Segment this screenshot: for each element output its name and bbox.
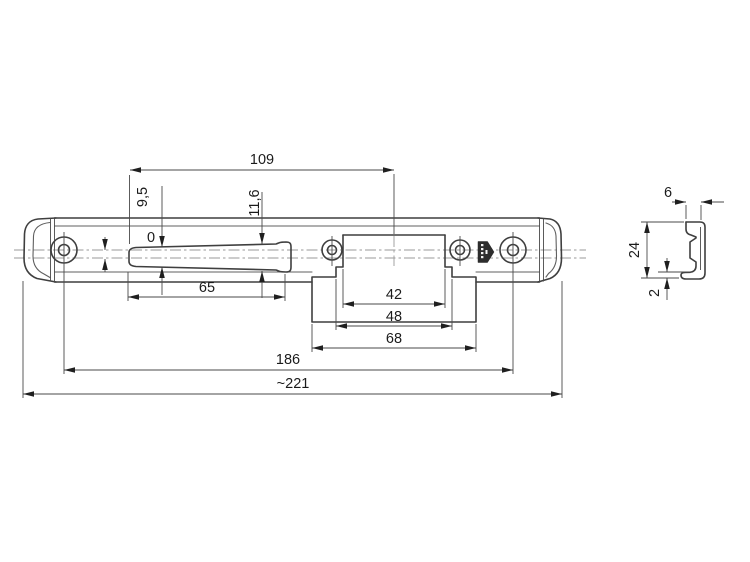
dim-label-6: 6 bbox=[664, 185, 672, 201]
dimension-65: 65 bbox=[127, 272, 286, 301]
dim-label-186: 186 bbox=[276, 352, 300, 368]
dimension-42: 42 bbox=[342, 269, 446, 308]
dim-label-221: ~221 bbox=[277, 376, 310, 392]
dimension-48: 48 bbox=[335, 279, 453, 330]
screw-hole-mid-left bbox=[321, 236, 343, 266]
side-dimensions: 6 24 2 bbox=[627, 185, 724, 300]
dim-label-48: 48 bbox=[386, 309, 402, 325]
dimension-24: 24 bbox=[627, 221, 684, 279]
side-view-profile bbox=[680, 221, 706, 280]
striker-cutout bbox=[311, 234, 477, 323]
dimension-9-5: 9,5 0 bbox=[135, 186, 165, 295]
dim-label-11-6: 11,6 bbox=[247, 189, 263, 216]
front-dimensions: 109 9,5 0 11,6 65 bbox=[22, 152, 563, 398]
dim-label-24: 24 bbox=[627, 242, 643, 258]
profile-outer-contour bbox=[680, 221, 706, 280]
dimension-109: 109 bbox=[129, 152, 395, 244]
dim-label-2: 2 bbox=[647, 289, 663, 297]
dim-label-65: 65 bbox=[199, 280, 215, 296]
axis-offset-arrows bbox=[102, 237, 108, 272]
dimension-2: 2 bbox=[647, 258, 692, 300]
latch-slot bbox=[128, 241, 292, 273]
dim-label-68: 68 bbox=[386, 331, 402, 347]
profile-inner-contour bbox=[683, 221, 697, 274]
dimension-6: 6 bbox=[664, 185, 724, 220]
dimension-11-6: 11,6 bbox=[247, 189, 265, 298]
front-view-plate bbox=[23, 217, 563, 323]
dimension-221: ~221 bbox=[22, 281, 563, 398]
right-end-cap bbox=[537, 217, 563, 283]
dim-label-9-5: 9,5 bbox=[135, 187, 151, 207]
brand-logo-icon bbox=[477, 241, 495, 263]
screw-hole-mid-right bbox=[449, 236, 471, 266]
dim-label-109: 109 bbox=[250, 152, 274, 168]
dimension-68: 68 bbox=[311, 324, 477, 352]
dimension-186: 186 bbox=[63, 232, 514, 374]
datum-label-0: 0 bbox=[147, 230, 155, 246]
dim-label-42: 42 bbox=[386, 287, 402, 303]
